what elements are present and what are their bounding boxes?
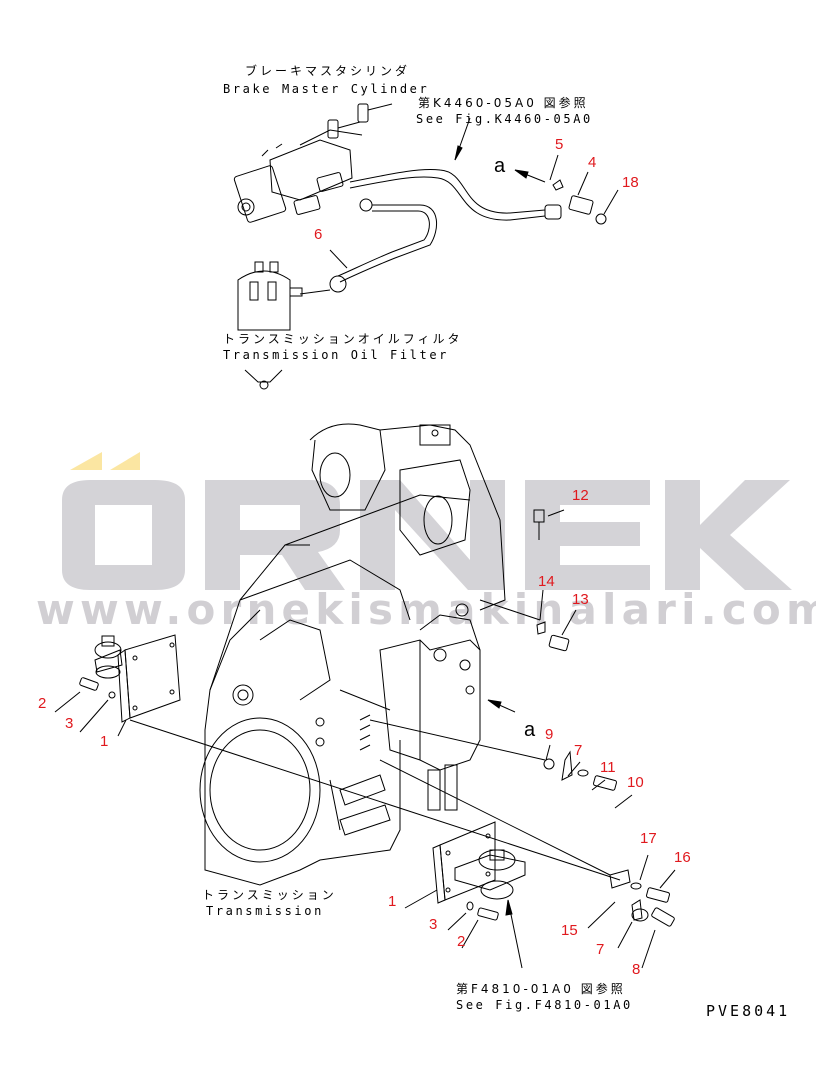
callout-9: 9	[545, 726, 554, 743]
watermark-accent-left	[70, 452, 102, 470]
callout-14: 14	[538, 573, 555, 590]
oil-filter-label-en: Transmission Oil Filter	[223, 348, 449, 362]
callout-2-left: 2	[38, 695, 47, 712]
left-mount-bracket-drawing	[94, 634, 181, 723]
watermark-letter-n	[360, 480, 505, 590]
callout-11: 11	[600, 759, 616, 776]
oil-filter-label-jp: トランスミッションオイルフィルタ	[223, 332, 463, 346]
watermark-accent-right	[110, 452, 140, 470]
callout-15: 15	[561, 922, 578, 939]
reference-arrows	[454, 117, 546, 969]
view-marker-a-upper: a	[494, 155, 506, 177]
callout-8: 8	[632, 961, 641, 978]
callout-6: 6	[314, 226, 323, 243]
brake-master-cylinder-drawing	[233, 103, 393, 223]
leader-lines	[54, 154, 676, 969]
callout-7-lower: 7	[596, 941, 605, 958]
callout-1-right: 1	[388, 893, 397, 910]
watermark-letter-r	[205, 480, 345, 590]
callout-10: 10	[627, 774, 644, 791]
drawing-id: PVE8041	[706, 1002, 791, 1020]
control-valve-drawing	[359, 603, 481, 811]
transmission-housing-drawing	[199, 423, 506, 886]
brake-master-cylinder-label-en: Brake Master Cylinder	[223, 82, 430, 96]
watermark-letter-e	[525, 480, 650, 590]
callout-17: 17	[640, 830, 657, 847]
callout-5: 5	[555, 136, 564, 153]
callout-16: 16	[674, 849, 691, 866]
watermark-letter-k	[665, 480, 792, 590]
callout-3-left: 3	[65, 715, 74, 732]
transmission-label-jp: トランスミッション	[202, 888, 337, 902]
brake-master-cylinder-label-jp: ブレーキマスタシリンダ	[245, 64, 411, 78]
transmission-oil-filter-drawing	[237, 261, 303, 390]
transmission-label-en: Transmission	[206, 904, 324, 918]
callout-18: 18	[622, 174, 639, 191]
callout-1-left: 1	[100, 733, 109, 750]
callout-4: 4	[588, 154, 597, 171]
watermark-letter-o	[62, 480, 185, 590]
callout-2-right: 2	[457, 933, 466, 950]
fittings-top-right	[552, 179, 607, 225]
callout-7-upper: 7	[574, 742, 583, 759]
upper-reference-label-en: See Fig.K4460-05A0	[416, 112, 593, 126]
brake-hoses	[299, 169, 562, 295]
view-marker-a-middle: a	[524, 719, 536, 741]
upper-reference-label-jp: 第K4460-05A0 図参照	[418, 96, 589, 110]
callout-13: 13	[572, 591, 589, 608]
small-parts	[79, 509, 675, 927]
callout-12: 12	[572, 487, 589, 504]
callout-3-right: 3	[429, 916, 438, 933]
lower-reference-label-jp: 第F4810-01A0 図参照	[456, 982, 626, 996]
lower-reference-label-en: See Fig.F4810-01A0	[456, 998, 633, 1012]
right-mount-bracket-drawing	[432, 821, 526, 904]
